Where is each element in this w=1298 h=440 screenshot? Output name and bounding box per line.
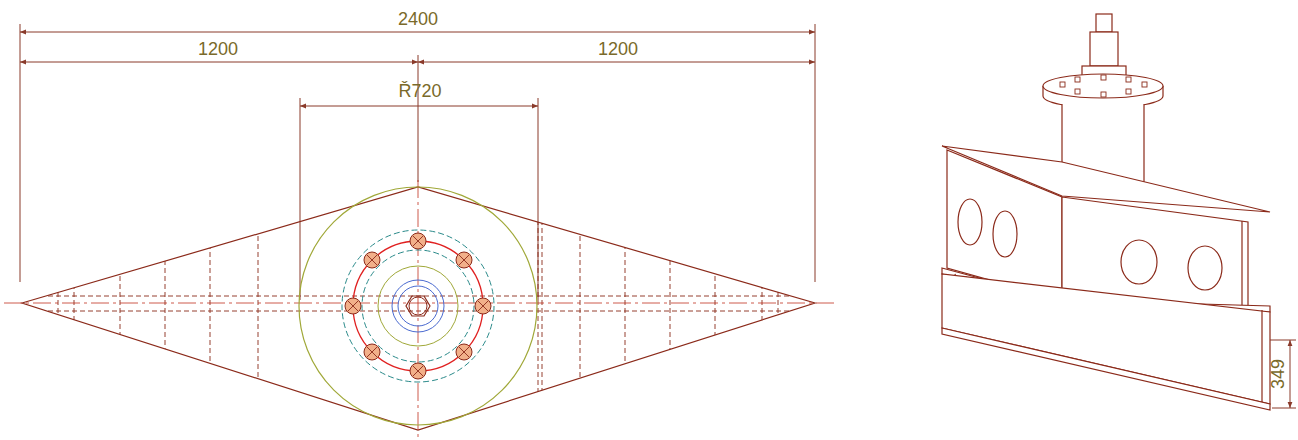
isometric-view <box>942 14 1270 410</box>
plan-view <box>0 180 835 440</box>
dimension-text: 2400 <box>396 9 440 29</box>
dimension-lines <box>20 32 815 106</box>
extension-lines <box>20 24 815 300</box>
dimension-text: 1200 <box>196 39 240 59</box>
dimension-text: 349 <box>1268 357 1288 391</box>
dimension-text: 1200 <box>596 39 640 59</box>
dimension-text: Ř720 <box>396 81 443 101</box>
